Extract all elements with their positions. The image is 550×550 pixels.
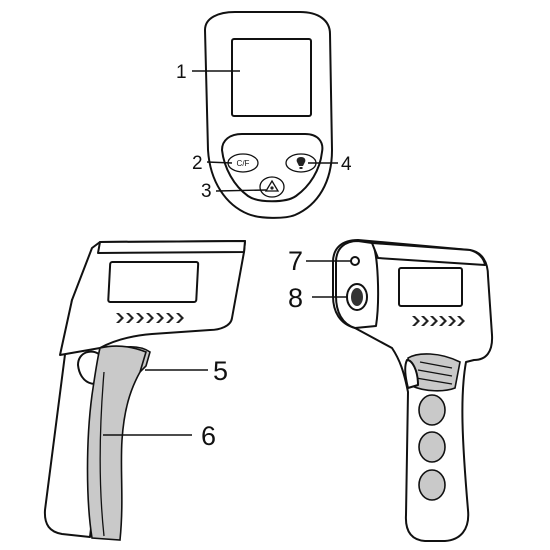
handle-grip [86, 345, 147, 541]
infrared-sensor-lens [351, 288, 363, 306]
leader-line-2 [206, 161, 233, 164]
side-display-window [107, 261, 200, 303]
callout-5: 5 [213, 356, 228, 386]
callout-4: 4 [341, 154, 352, 175]
bulb-icon-base [299, 167, 303, 169]
laser-warning-icon [264, 179, 280, 192]
rear-trigger-tab [404, 359, 419, 389]
callout-1: 1 [176, 62, 187, 83]
button-bezel [221, 133, 324, 203]
laser-pointer-aperture [350, 256, 360, 266]
lcd-screen [231, 38, 312, 117]
callout-2: 2 [192, 153, 203, 174]
grip-bump-1 [418, 394, 446, 426]
front-panel-view: C/F [192, 11, 338, 219]
callout-7: 7 [288, 246, 303, 276]
callout-6: 6 [201, 421, 216, 451]
unit-button-label: C/F [237, 159, 250, 168]
laser-button [259, 176, 285, 198]
grip-contour [99, 371, 105, 537]
rear-grip-chevrons [412, 316, 465, 326]
side-view-thermometer [43, 240, 246, 541]
top-rail [97, 240, 246, 254]
side-grip-chevrons [116, 313, 184, 323]
rear-display-window [398, 267, 463, 307]
bulb-icon [296, 157, 306, 166]
callout-8: 8 [288, 283, 303, 313]
rear-top-rail [371, 242, 486, 266]
leader-line-3 [215, 189, 267, 192]
grip-bump-3 [418, 469, 446, 501]
grip-bump-2 [418, 431, 446, 463]
rear-trigger-ridges [415, 361, 453, 385]
rear-view-thermometer [306, 239, 494, 542]
callout-3: 3 [201, 181, 212, 202]
backlight-button [285, 153, 317, 173]
